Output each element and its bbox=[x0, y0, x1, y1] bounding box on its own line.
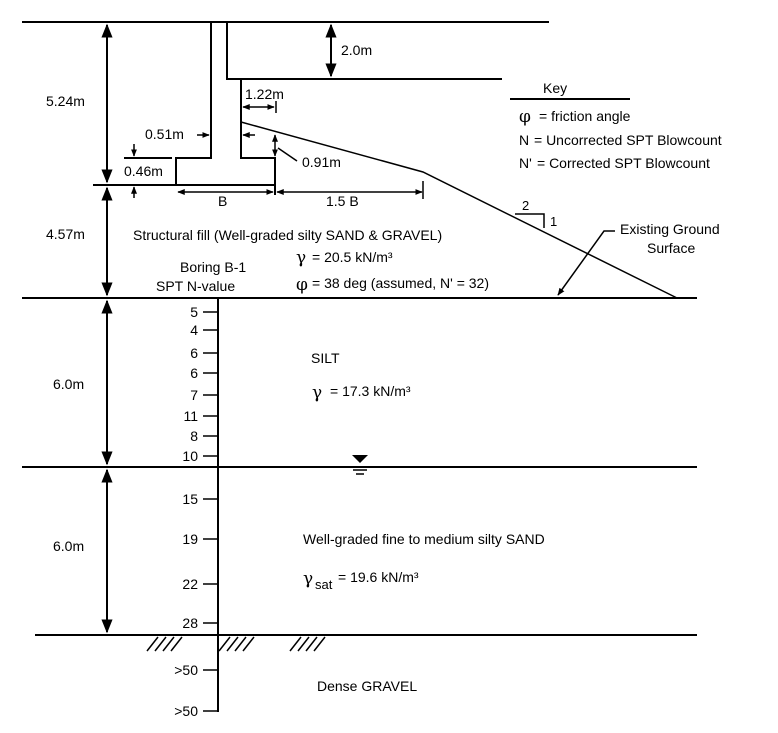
gravel-layer-name: Dense GRAVEL bbox=[317, 678, 417, 694]
dim-4-57-label: 4.57m bbox=[46, 226, 85, 242]
key-nprime-symbol: N' bbox=[519, 155, 532, 171]
sand-gamma-symbol: γ bbox=[303, 569, 313, 589]
boring-n-value: 6 bbox=[190, 365, 198, 381]
dim-0-46-label: 0.46m bbox=[124, 163, 163, 179]
fill-gamma-symbol: γ bbox=[296, 248, 306, 268]
boring-n-value: >50 bbox=[174, 662, 198, 678]
key-n-symbol: N bbox=[519, 132, 529, 148]
upper-step-line bbox=[226, 22, 502, 80]
boring-n-value: 28 bbox=[182, 615, 198, 631]
slope-rise-label: 1 bbox=[550, 214, 557, 229]
silt-layer-name: SILT bbox=[311, 350, 340, 366]
boring-n-value: 8 bbox=[190, 428, 198, 444]
wall-right-face bbox=[240, 79, 276, 195]
boring-n-value: 4 bbox=[190, 322, 198, 338]
dim-5-24-label: 5.24m bbox=[46, 93, 85, 109]
slope-run-label: 2 bbox=[522, 198, 529, 213]
fill-gamma-value: = 20.5 kN/m³ bbox=[312, 249, 393, 265]
wall-left-face bbox=[175, 22, 212, 185]
fill-phi-symbol: φ bbox=[296, 275, 308, 295]
slope-ratio-marker bbox=[515, 213, 545, 228]
boring-n-value: 15 bbox=[182, 491, 198, 507]
boring-title: Boring B-1 bbox=[180, 259, 246, 275]
dim-B-label: B bbox=[218, 193, 227, 209]
boring-subtitle: SPT N-value bbox=[156, 278, 235, 294]
existing-ground-label-line2: Surface bbox=[647, 240, 695, 256]
existing-ground-leader-arrow bbox=[557, 230, 615, 296]
sand-gamma-subscript: sat bbox=[315, 577, 333, 592]
dim-1-5B-label: 1.5 B bbox=[326, 193, 359, 209]
dim-0-91-leader bbox=[277, 147, 298, 162]
water-table-icon bbox=[352, 455, 368, 475]
key-title: Key bbox=[543, 80, 567, 96]
boring-n-value: 11 bbox=[183, 408, 198, 424]
key-phi-symbol: φ bbox=[519, 107, 531, 127]
sand-layer-name: Well-graded fine to medium silty SAND bbox=[303, 531, 545, 547]
boring-n-value: 22 bbox=[182, 576, 198, 592]
boring-n-value: 19 bbox=[182, 531, 198, 547]
boring-n-value: 6 bbox=[190, 345, 198, 361]
dim-sand-label: 6.0m bbox=[53, 538, 84, 554]
key-nprime-text: = Corrected SPT Blowcount bbox=[537, 155, 710, 171]
dim-0-51-label: 0.51m bbox=[145, 126, 184, 142]
boring-n-value: 10 bbox=[182, 448, 198, 464]
boring-n-value: 5 bbox=[190, 304, 198, 320]
boring-n-value: 7 bbox=[190, 387, 198, 403]
dim-silt-label: 6.0m bbox=[53, 376, 84, 392]
dim-1-22-label: 1.22m bbox=[245, 86, 284, 102]
silt-gamma-symbol: γ bbox=[312, 383, 322, 403]
fill-slope-line bbox=[240, 121, 678, 299]
dim-0-91-label: 0.91m bbox=[302, 154, 341, 170]
key-phi-text: = friction angle bbox=[539, 108, 631, 124]
boring-n-value: >50 bbox=[174, 703, 198, 719]
existing-ground-label-line1: Existing Ground bbox=[620, 221, 720, 237]
key-n-text: = Uncorrected SPT Blowcount bbox=[534, 132, 722, 148]
fill-layer-name: Structural fill (Well-graded silty SAND … bbox=[133, 227, 442, 243]
silt-gamma-value: = 17.3 kN/m³ bbox=[330, 383, 411, 399]
fill-phi-value: = 38 deg (assumed, N' = 32) bbox=[312, 275, 489, 291]
hatch-marks bbox=[146, 636, 326, 652]
sand-gamma-value: = 19.6 kN/m³ bbox=[338, 569, 419, 585]
boring-n-values: 5 4 6 6 7 11 8 10 15 19 22 28 >50 >50 bbox=[174, 304, 218, 719]
dim-2-0-label: 2.0m bbox=[341, 42, 372, 58]
